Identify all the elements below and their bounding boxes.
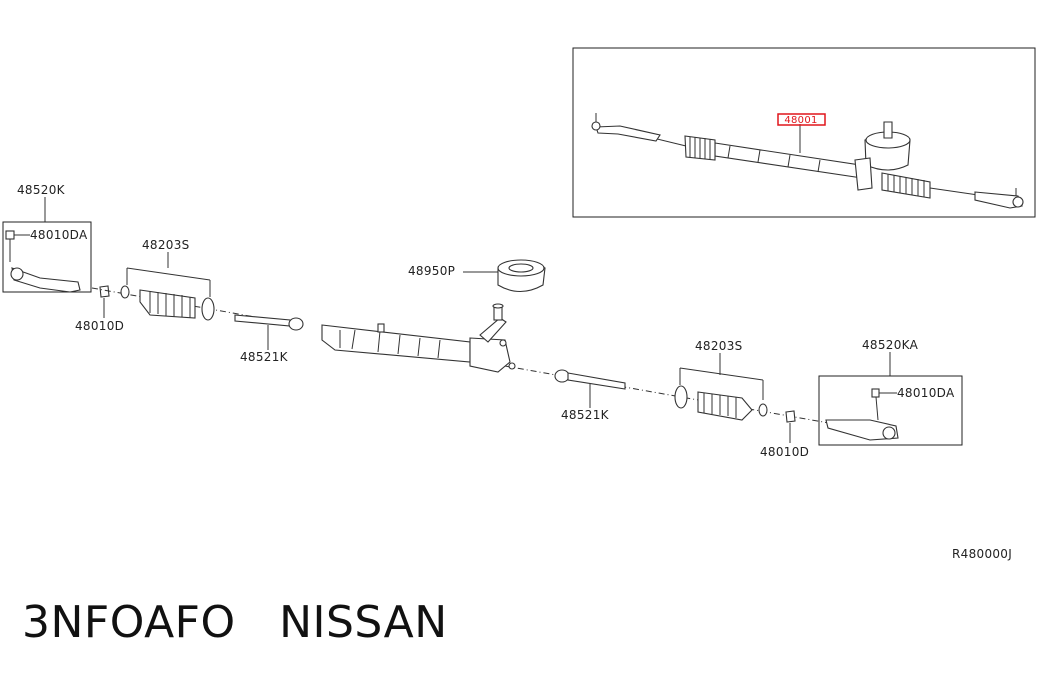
assembly-highlight-box <box>777 113 826 126</box>
assembly-inset: 48001 <box>572 47 1036 218</box>
right-boot-group: 48203S <box>674 339 768 421</box>
left-tie-rod-end-label[interactable]: 48520K <box>17 183 66 197</box>
left-lower-nut: 48010D <box>75 285 124 333</box>
right-upper-nut-label[interactable]: 48010DA <box>897 386 955 400</box>
left-upper-nut-label[interactable]: 48010DA <box>30 228 88 242</box>
left-tie-rod-end-group: 48520K 48010DA <box>2 183 92 293</box>
left-boot-group: 48203S <box>120 238 215 321</box>
mount-insulator-label[interactable]: 48950P <box>408 264 455 278</box>
footer-caption: 3NFOAFO NISSAN <box>22 597 448 648</box>
right-tie-rod-end-label[interactable]: 48520KA <box>862 338 919 352</box>
diagram-reference-code: R480000J <box>952 547 1012 561</box>
left-lower-nut-label[interactable]: 48010D <box>75 319 124 333</box>
right-lower-nut: 48010D <box>760 410 809 459</box>
left-inner-rod-label[interactable]: 48521K <box>240 350 289 364</box>
right-lower-nut-label[interactable]: 48010D <box>760 445 809 459</box>
mount-insulator: 48950P <box>408 259 546 293</box>
right-boot-label[interactable]: 48203S <box>695 339 743 353</box>
right-inner-rod: 48521K <box>554 369 626 422</box>
left-inner-rod: 48521K <box>234 314 304 364</box>
right-tie-rod-end-group: 48520KA 48010DA <box>818 338 963 446</box>
right-inner-rod-label[interactable]: 48521K <box>561 408 610 422</box>
assembly-axis-right <box>504 365 881 433</box>
assembly-part-label[interactable]: 48001 <box>784 115 817 126</box>
left-boot-label[interactable]: 48203S <box>142 238 190 252</box>
rack-housing <box>321 303 516 373</box>
